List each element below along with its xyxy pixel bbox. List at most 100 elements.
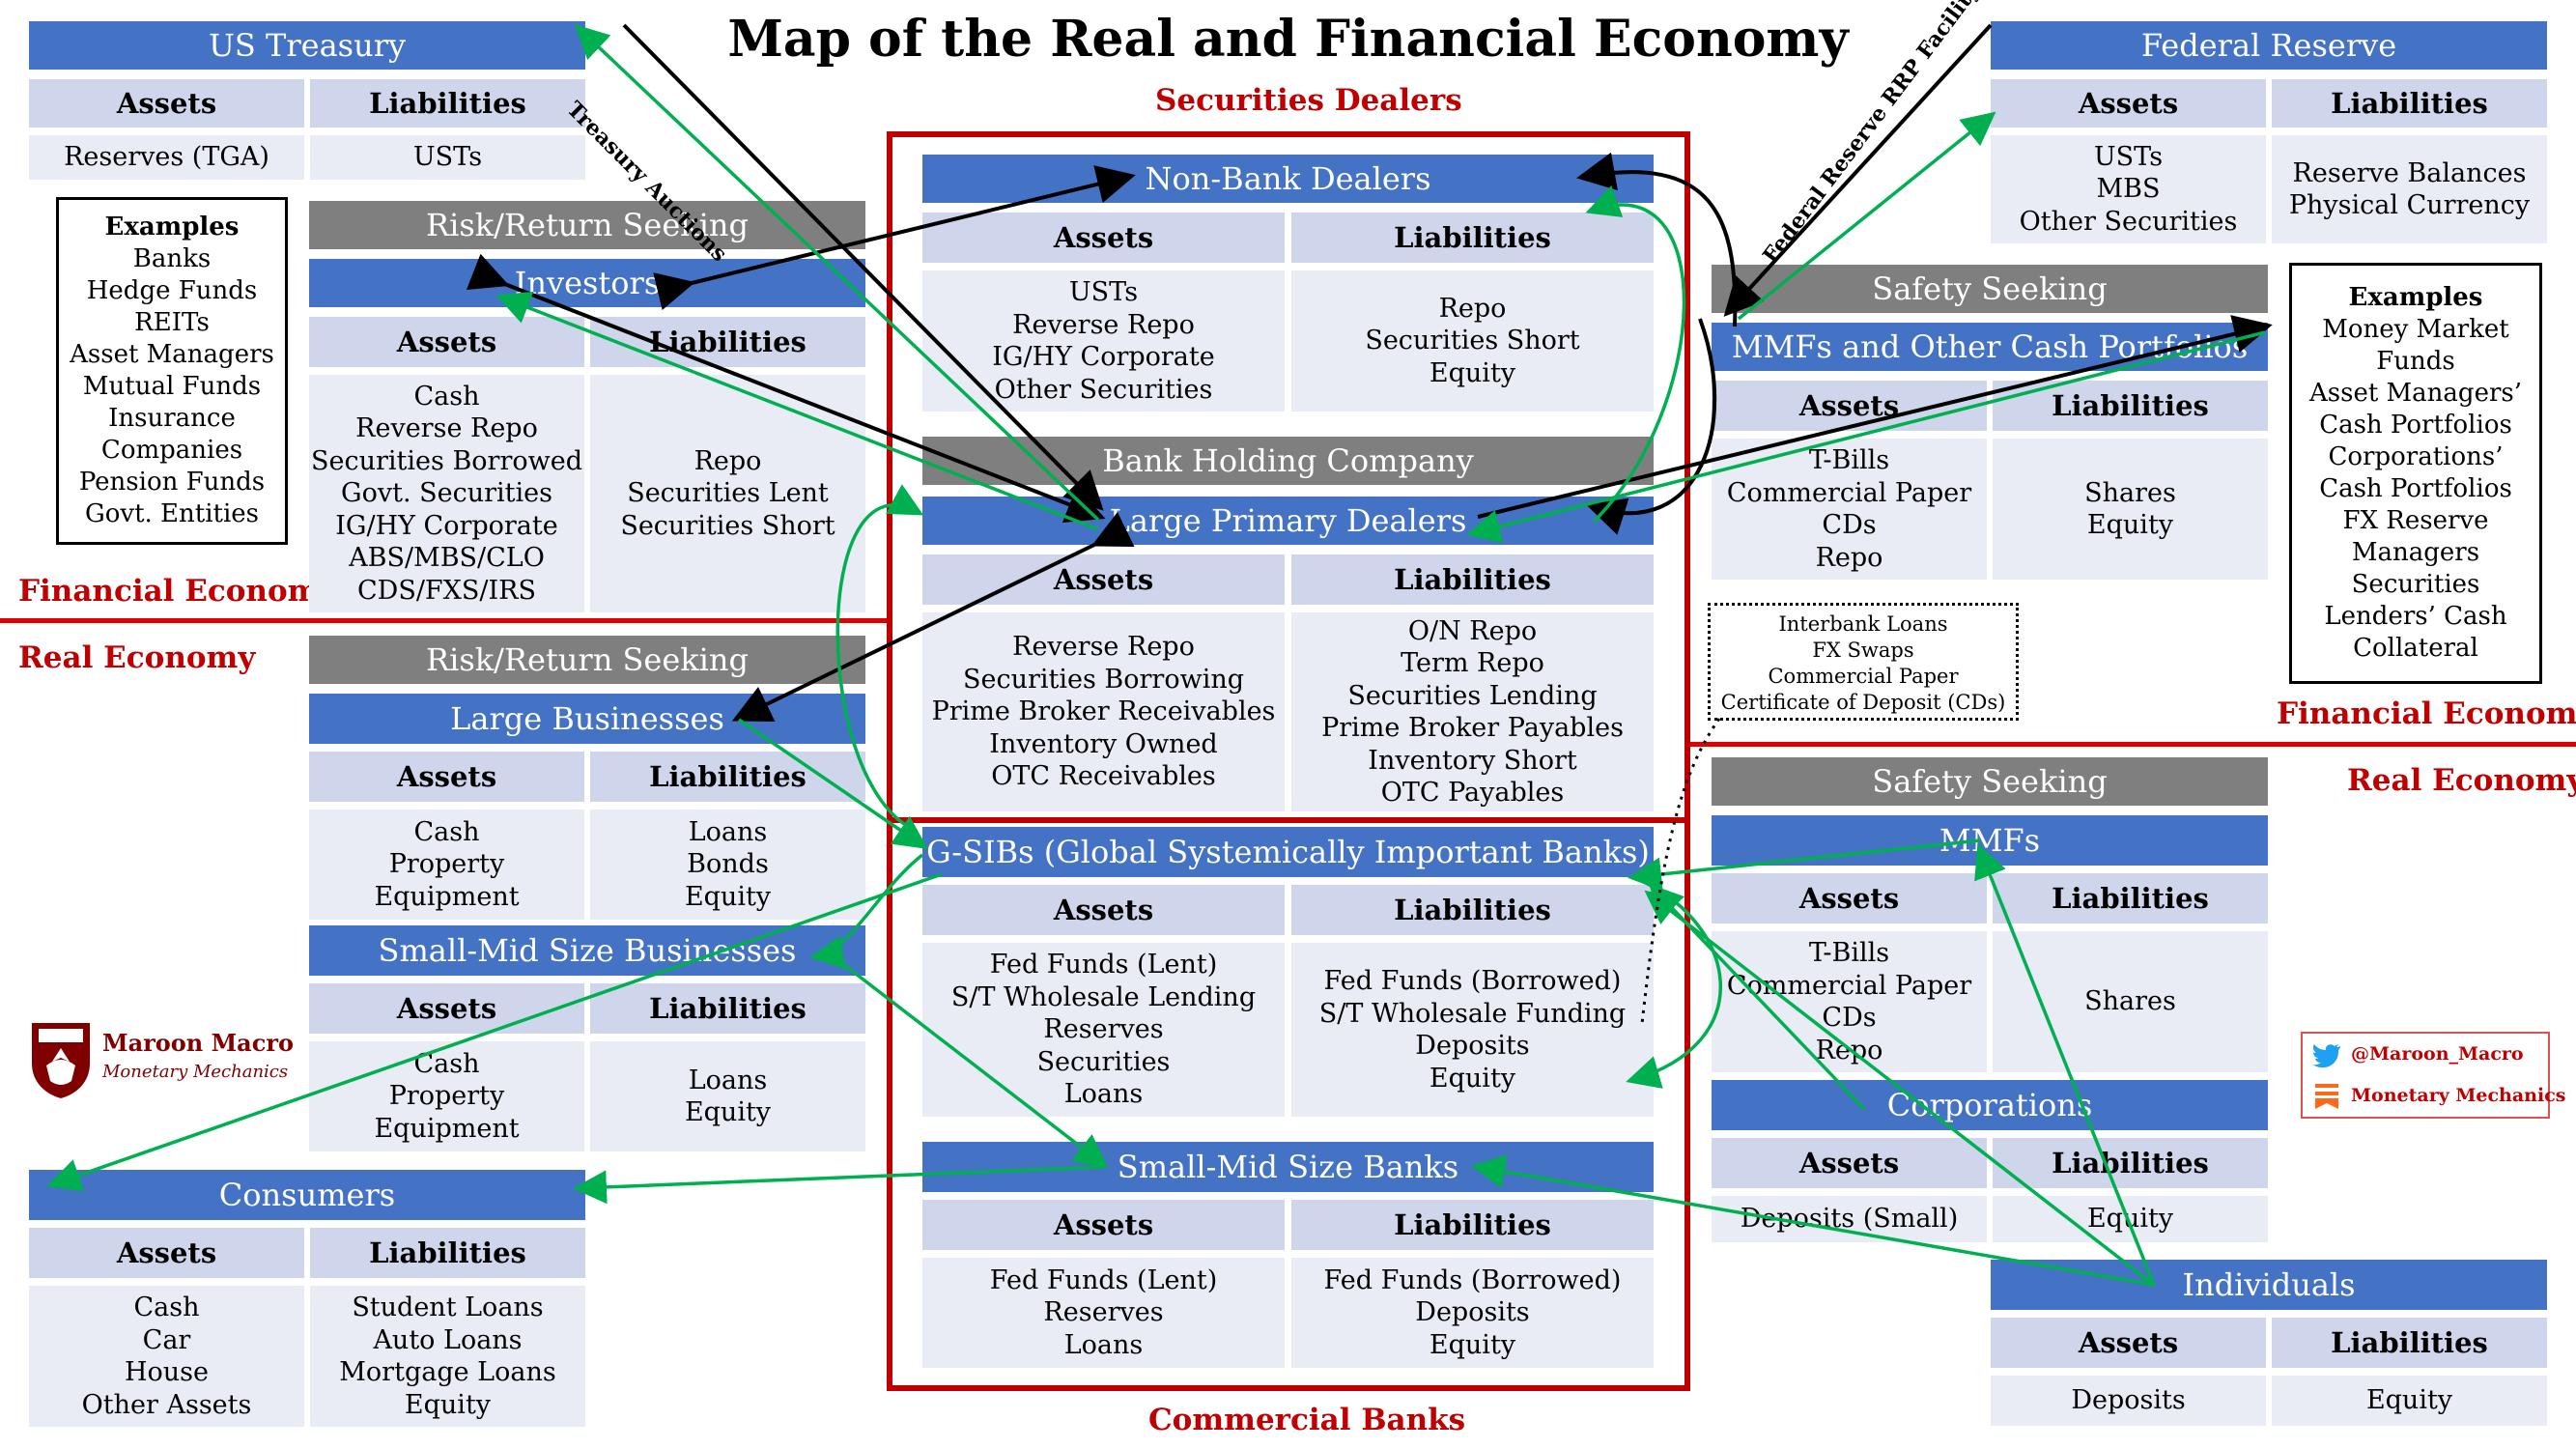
large-primary-dealers-liabilities-header: Liabilities <box>1291 554 1654 605</box>
federal-reserve-assets: USTs MBS Other Securities <box>1991 135 2266 243</box>
green-smbanks-consumers <box>573 1165 1104 1205</box>
federal-reserve-liabilities-header: Liabilities <box>2272 79 2547 128</box>
small-mid-businesses-assets-header: Assets <box>309 983 584 1034</box>
green-gsib-lpd-loop <box>835 484 924 833</box>
non-bank-dealers-liabilities: Repo Securities Short Equity <box>1291 270 1654 412</box>
examples-right-body: Money Market Funds Asset Managers’ Cash … <box>2309 315 2522 663</box>
green-lpd-investors <box>495 291 1099 531</box>
green-lpd-treasury <box>574 24 1100 522</box>
logo-tagline: Monetary Mechanics <box>102 1062 289 1082</box>
arrow-mmfs-lpd-loop <box>1586 318 1717 535</box>
small-mid-businesses-liabilities: Loans Equity <box>590 1041 865 1151</box>
mmfs-liabilities-header: Liabilities <box>1993 873 2268 923</box>
mmfs-liabilities: Shares <box>1993 931 2268 1072</box>
social-box: @Maroon_Macro Monetary Mechanics <box>2301 1032 2565 1119</box>
dotted-interbank-gsib <box>1640 718 1721 1025</box>
gsibs-liabilities-header: Liabilities <box>1291 885 1654 935</box>
federal-reserve-liabilities: Reserve Balances Physical Currency <box>2272 135 2547 243</box>
individuals-liabilities: Equity <box>2272 1376 2547 1426</box>
green-mmfs-gsib <box>1628 838 1981 892</box>
federal-reserve-assets-header: Assets <box>1991 79 2266 128</box>
examples-left-body: Banks Hedge Funds REITs Asset Managers M… <box>70 244 274 528</box>
frame-commercial-banks <box>887 817 1690 1391</box>
arrow-nbd-mmfs-loop <box>1576 152 1738 327</box>
us-treasury-liabilities: USTs <box>310 135 585 180</box>
substack-icon[interactable] <box>2315 1084 2338 1109</box>
individuals-title: Individuals <box>1991 1260 2547 1310</box>
arrow-fed-rrp <box>1723 23 1993 317</box>
gsibs-liabilities: Fed Funds (Borrowed) S/T Wholesale Fundi… <box>1291 943 1654 1117</box>
investors-assets: Cash Reverse Repo Securities Borrowed Go… <box>309 375 584 612</box>
examples-left-box: Examples Banks Hedge Funds REITs Asset M… <box>56 197 288 545</box>
small-mid-banks-liabilities-header: Liabilities <box>1291 1200 1654 1250</box>
twitter-handle[interactable]: @Maroon_Macro <box>2351 1043 2524 1065</box>
gsibs-assets: Fed Funds (Lent) S/T Wholesale Lending R… <box>922 943 1285 1117</box>
individuals-assets: Deposits <box>1991 1376 2266 1426</box>
green-mmfs-fed <box>1737 111 1996 321</box>
corporations-assets-header: Assets <box>1712 1138 1987 1188</box>
green-largebiz-gsib <box>738 718 928 849</box>
green-individuals-smbanks <box>1471 1154 2155 1287</box>
examples-right-box: Examples Money Market Funds Asset Manage… <box>2289 263 2542 684</box>
green-individuals-gsib <box>1644 890 2156 1287</box>
divider-right <box>1688 742 2576 747</box>
small-mid-banks-title: Small-Mid Size Banks <box>922 1142 1654 1192</box>
arrow-investors-lpd <box>466 253 1106 523</box>
consumers-liabilities: Student Loans Auto Loans Mortgage Loans … <box>310 1286 585 1427</box>
substack-name[interactable]: Monetary Mechanics <box>2351 1085 2566 1106</box>
arrow-treasury-auctions <box>622 23 1104 511</box>
green-mmfs-lpd <box>1466 330 2266 544</box>
examples-left-heading: Examples <box>104 213 240 242</box>
green-gsib-consumers <box>46 872 943 1192</box>
consumers-liabilities-header: Liabilities <box>310 1228 585 1278</box>
consumers-title: Consumers <box>29 1170 585 1220</box>
corporations-liabilities-header: Liabilities <box>1993 1138 2268 1188</box>
green-nbd-loop <box>1585 185 1686 524</box>
consumers-assets: Cash Car House Other Assets <box>29 1286 304 1427</box>
large-primary-dealers-liabilities: O/N Repo Term Repo Securities Lending Pr… <box>1291 612 1654 811</box>
label-financial-economy-right: Financial Economy <box>2277 696 2576 731</box>
arrow-lpd-largebiz <box>731 512 1135 722</box>
small-mid-banks-assets: Fed Funds (Lent) Reserves Loans <box>922 1258 1285 1368</box>
interbank-box: Interbank Loans FX Swaps Commercial Pape… <box>1708 603 2019 721</box>
examples-right-heading: Examples <box>2348 283 2483 312</box>
mmfs-assets-header: Assets <box>1712 873 1987 923</box>
gsibs-assets-header: Assets <box>922 885 1285 935</box>
corporations-title: Corporations <box>1712 1080 2268 1130</box>
small-mid-businesses-liabilities-header: Liabilities <box>590 983 865 1034</box>
us-treasury-liabilities-header: Liabilities <box>310 79 585 128</box>
label-financial-economy-left: Financial Economy <box>18 574 337 609</box>
non-bank-dealers-liabilities-header: Liabilities <box>1291 213 1654 263</box>
logo-name: Maroon Macro <box>102 1029 294 1057</box>
safety-group-mmfs: Safety Seeking <box>1712 757 2268 806</box>
large-businesses-assets-header: Assets <box>309 752 584 802</box>
green-individuals-mmfs <box>1974 843 2156 1286</box>
label-real-economy-right: Real Economy <box>2347 763 2576 798</box>
us-treasury-title: US Treasury <box>29 21 585 70</box>
gsibs-title: G-SIBs (Global Systemically Important Ba… <box>922 827 1654 877</box>
small-mid-businesses-assets: Cash Property Equipment <box>309 1041 584 1151</box>
small-mid-banks-assets-header: Assets <box>922 1200 1285 1250</box>
us-treasury-assets: Reserves (TGA) <box>29 135 304 180</box>
federal-reserve-title: Federal Reserve <box>1991 21 2547 70</box>
individuals-liabilities-header: Liabilities <box>2272 1318 2547 1368</box>
label-commercial-banks: Commercial Banks <box>1148 1403 1466 1437</box>
mmfs-cash-liabilities: Shares Equity <box>1993 439 2268 580</box>
crest-icon <box>32 1023 90 1098</box>
label-securities-dealers: Securities Dealers <box>1155 83 1462 118</box>
large-businesses-liabilities: Loans Bonds Equity <box>590 810 865 920</box>
twitter-icon[interactable] <box>2312 1043 2341 1068</box>
diagram-title: Map of the Real and Financial Economy <box>727 10 1849 69</box>
individuals-assets-header: Assets <box>1991 1318 2266 1368</box>
safety-group-cash-portfolios: Safety Seeking <box>1712 265 2268 313</box>
corporations-liabilities: Equity <box>1993 1196 2268 1242</box>
large-businesses-assets: Cash Property Equipment <box>309 810 584 920</box>
consumers-assets-header: Assets <box>29 1228 304 1278</box>
divider-left <box>0 618 889 623</box>
us-treasury-assets-header: Assets <box>29 79 304 128</box>
green-gsib-smbiz <box>809 853 924 970</box>
small-mid-banks-liabilities: Fed Funds (Borrowed) Deposits Equity <box>1291 1258 1654 1368</box>
green-smbiz-smbanks <box>829 952 1109 1169</box>
maroon-macro-logo: Maroon Macro Monetary Mechanics <box>29 1019 294 1100</box>
